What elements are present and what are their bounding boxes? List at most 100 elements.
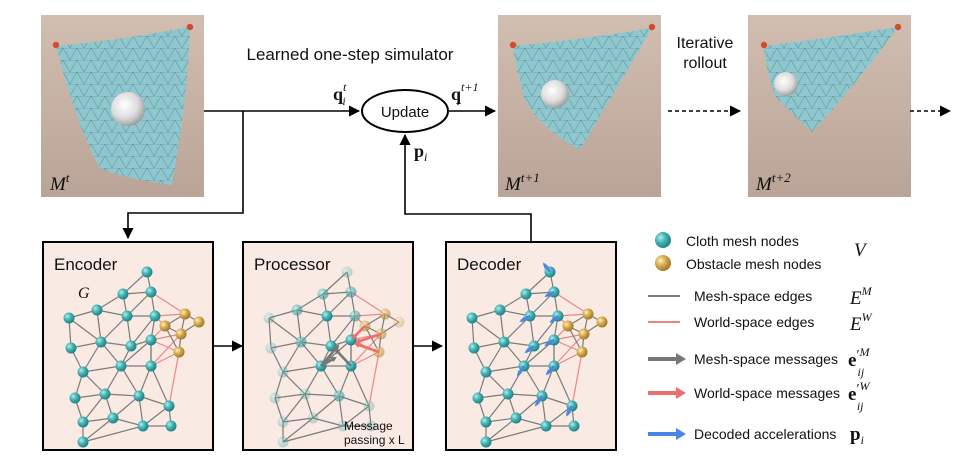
cloth-node (363, 400, 375, 412)
cloth-node (277, 366, 289, 378)
legend-pi-main: p (850, 424, 861, 445)
mesh-space-edge (82, 365, 122, 373)
photo-label-t2: Mt+2 (755, 170, 791, 195)
photo-label-t2-sup: t+2 (772, 170, 791, 185)
pin-icon (52, 41, 60, 49)
cloth-node (99, 388, 111, 400)
mesh-space-edge (82, 341, 102, 373)
encoder-graph (63, 266, 205, 448)
cloth-node (472, 392, 484, 404)
mesh-space-edge (104, 393, 140, 397)
message-arrowhead (334, 348, 341, 355)
legend-accel-arrowhead (676, 428, 686, 440)
mesh-space-edge (312, 395, 340, 419)
mesh-space-edge (485, 393, 509, 423)
message-arrowhead (354, 342, 361, 348)
sphere-t1 (541, 80, 569, 108)
cloth-node (540, 420, 552, 432)
mesh-space-edge (100, 315, 128, 343)
photo-frame-t2: Mt+2 (748, 15, 911, 197)
legend-pi-sub: i (861, 433, 864, 447)
mesh-space-edge (68, 317, 102, 343)
cloth-node (65, 342, 77, 354)
mesh-space-edge (268, 317, 302, 343)
legend-ew-main: E (849, 314, 862, 335)
photo-label-t: Mt (49, 170, 70, 195)
obstacle-node (173, 346, 185, 358)
world-space-edge (553, 333, 585, 367)
obstacle-node (582, 308, 594, 320)
q-out-sup: t+1 (461, 80, 478, 94)
mesh-space-edge (120, 339, 152, 367)
mesh-space-edge (515, 395, 543, 419)
mesh-space-edge (507, 393, 543, 397)
legend-symbol-em: EM (849, 284, 873, 309)
obstacle-node (175, 328, 187, 340)
obstacle-node (596, 316, 608, 328)
obstacle-node (179, 308, 191, 320)
legend-em-sup: M (861, 284, 873, 298)
obstacle-node (159, 320, 171, 332)
cloth-node (121, 310, 133, 322)
legend-world-msg-arrowhead (676, 387, 686, 399)
graph-label: G (78, 285, 90, 302)
cloth-node (149, 310, 161, 322)
update-node: Update (361, 89, 449, 133)
cloth-node (277, 436, 289, 448)
legend-obstacle-node-icon (655, 255, 671, 271)
cloth-node (263, 312, 275, 324)
photo-label-t-main: M (49, 174, 67, 195)
decoder-graph (466, 262, 608, 448)
mesh-space-message-arrow (335, 349, 352, 367)
p-update-label: pi (414, 141, 427, 164)
p-update-sub: i (424, 150, 427, 164)
mesh-space-edge (112, 395, 140, 419)
cloth-node (480, 436, 492, 448)
acceleration-arrowhead (542, 262, 549, 269)
processor-note-line1: Message (344, 419, 393, 433)
acceleration-arrowhead (519, 316, 526, 322)
cloth-node (63, 312, 75, 324)
mesh-space-edge (485, 365, 525, 373)
cloth-node (77, 366, 89, 378)
cloth-node (133, 390, 145, 402)
legend-eijm-main: e (848, 350, 856, 371)
mesh-space-edge (471, 317, 505, 343)
p-update-main: p (414, 141, 424, 161)
pin-icon (760, 41, 768, 49)
legend-obstacle-text: Obstacle mesh nodes (686, 256, 821, 272)
decoder-box: Decoder (445, 241, 617, 451)
cloth-node (269, 392, 281, 404)
cloth-node (145, 360, 157, 372)
mesh-space-edge (120, 365, 140, 397)
cloth-node (365, 420, 377, 432)
cloth-node (468, 342, 480, 354)
legend-ew-sup: W (862, 310, 873, 324)
cloth-node (95, 336, 107, 348)
processor-box: Processor Message passing x L (242, 241, 414, 451)
cloth-node (77, 436, 89, 448)
legend-symbol-v: V (854, 240, 868, 261)
mesh-space-edge (304, 393, 340, 397)
processor-graph (263, 266, 405, 448)
acceleration-arrowhead (549, 317, 556, 324)
cloth-node (480, 416, 492, 428)
cloth-node (494, 304, 506, 316)
legend-cloth-node-icon (655, 232, 671, 248)
message-arrowhead (333, 344, 340, 351)
cloth-node (341, 266, 353, 278)
legend-eijm-prime: ′ (856, 348, 859, 363)
legend-eijw-sup: W (860, 379, 871, 393)
mesh-space-edge (282, 417, 314, 443)
legend-eijw-main: e (848, 384, 856, 405)
cloth-node (137, 420, 149, 432)
cloth-node (317, 288, 329, 300)
cloth-node (265, 342, 277, 354)
cloth-node (307, 412, 319, 424)
acceleration-arrowhead (544, 291, 551, 297)
cloth-node (277, 416, 289, 428)
mesh-space-edge (320, 365, 340, 397)
legend-em-main: E (849, 288, 862, 309)
